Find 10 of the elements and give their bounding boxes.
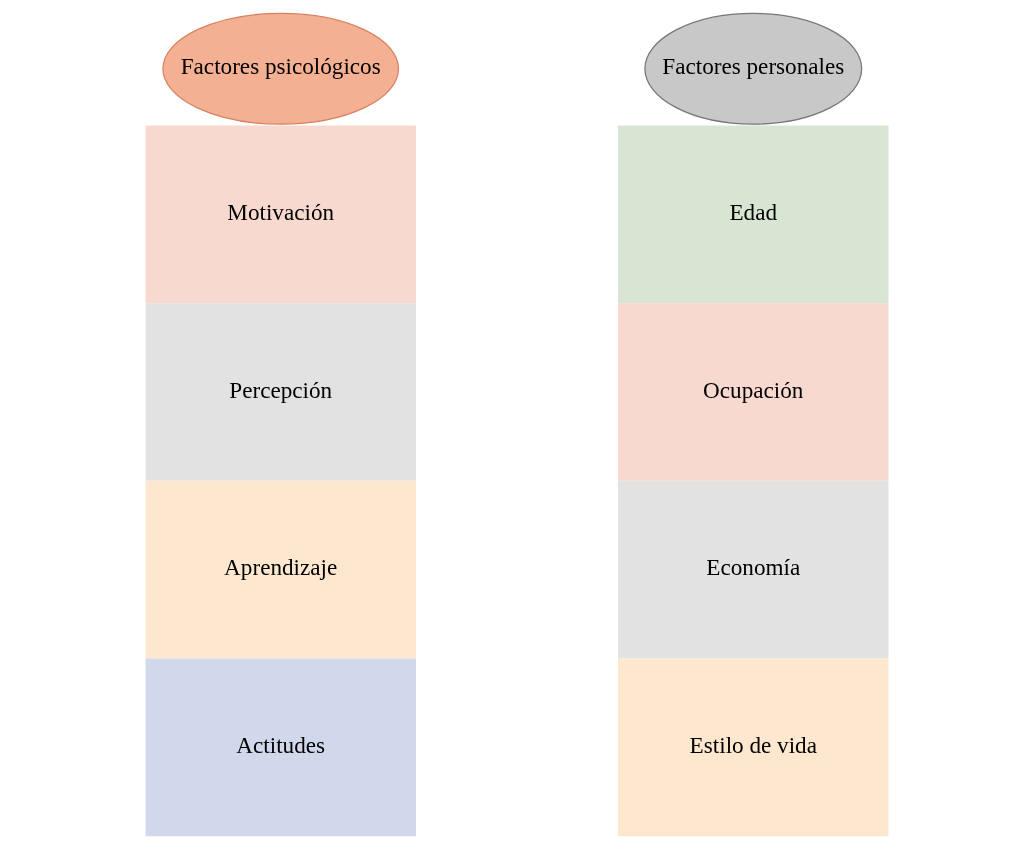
node-box: Ocupación — [618, 303, 889, 481]
node-box: Economía — [618, 480, 889, 659]
node-box: Aprendizaje — [145, 480, 416, 659]
node-box: Actitudes — [145, 658, 416, 837]
node-ellipse: Factores psicológicos — [162, 12, 400, 125]
node-ellipse: Factores personales — [644, 12, 863, 125]
node-box: Motivación — [145, 125, 416, 304]
node-box: Percepción — [145, 303, 416, 481]
node-box: Estilo de vida — [618, 658, 889, 837]
node-box: Edad — [618, 125, 889, 304]
